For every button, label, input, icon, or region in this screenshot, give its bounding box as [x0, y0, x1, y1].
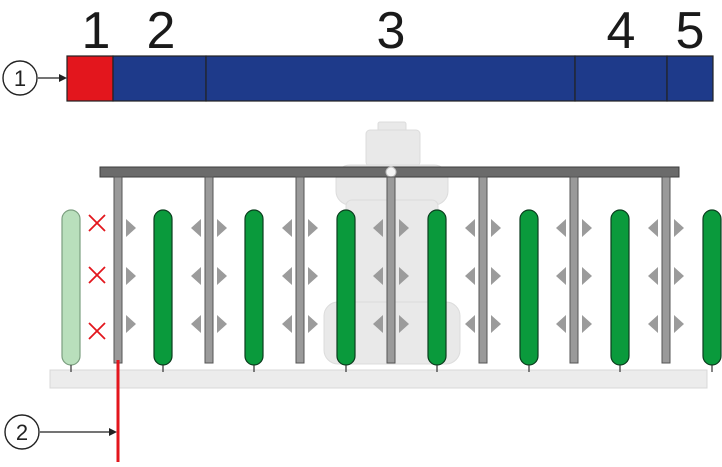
x-marker-icon [88, 266, 106, 284]
spray-triangle-icon [282, 267, 292, 285]
spray-triangle-icon [556, 219, 566, 237]
nozzle-bar [204, 176, 214, 364]
nozzle-bar [478, 176, 488, 364]
spray-triangle-icon [465, 267, 475, 285]
section-number-1: 1 [82, 2, 111, 60]
spray-triangle-icon [556, 267, 566, 285]
crop-rows [61, 209, 722, 372]
section-number-5: 5 [676, 2, 705, 60]
crop-row-body [702, 209, 722, 366]
spray-triangle-icon [308, 315, 318, 333]
callout-1-label: 1 [14, 66, 26, 91]
crop-row-7 [610, 209, 630, 372]
spray-triangle-icon [373, 315, 383, 333]
section-number-4: 4 [607, 2, 636, 60]
crop-row-body [427, 209, 447, 366]
spray-triangle-icon [126, 219, 136, 237]
spray-triangle-icon [399, 267, 409, 285]
spray-triangle-icon [191, 267, 201, 285]
spray-triangle-icon [126, 315, 136, 333]
x-marker-icon [88, 322, 106, 340]
crop-row-4 [336, 209, 356, 372]
crop-row-6 [519, 209, 539, 372]
crop-row-body [336, 209, 356, 366]
spray-triangle-icon [491, 267, 501, 285]
spray-triangle-icon [191, 219, 201, 237]
spray-triangle-icon [582, 267, 592, 285]
spray-triangle-icon [491, 315, 501, 333]
crop-row-body [519, 209, 539, 366]
spray-triangle-icon [582, 315, 592, 333]
nozzle-bar [569, 176, 579, 364]
spray-triangle-icon [491, 219, 501, 237]
spray-triangle-icon [282, 315, 292, 333]
spray-triangle-icon [308, 219, 318, 237]
spray-triangle-icon [399, 219, 409, 237]
crop-row-body [244, 209, 264, 366]
spray-triangle-icon [126, 267, 136, 285]
spray-triangle-icon [674, 315, 684, 333]
nozzle-bar [113, 176, 123, 364]
nozzle-bar [661, 176, 671, 364]
spray-triangle-icon [308, 267, 318, 285]
crop-row-8 [702, 209, 722, 372]
spray-triangle-icon [399, 315, 409, 333]
spray-triangle-icon [217, 315, 227, 333]
arrow-icon [59, 74, 67, 82]
callout-1: 1 [2, 60, 67, 96]
spray-triangle-icon [674, 219, 684, 237]
spray-triangle-icon [582, 219, 592, 237]
spray-triangle-icon [465, 219, 475, 237]
crop-row-1 [61, 209, 81, 372]
spray-triangle-icon [465, 315, 475, 333]
crop-row-body [610, 209, 630, 366]
section-segment-5 [666, 55, 714, 102]
ground-strip [49, 369, 708, 389]
crop-row-body [153, 209, 173, 366]
spray-triangle-icon [191, 315, 201, 333]
section-number-3: 3 [377, 2, 406, 60]
section-number-2: 2 [147, 2, 176, 60]
section-segment-1 [66, 55, 114, 102]
spray-triangle-icon [217, 267, 227, 285]
section-segment-2 [112, 55, 207, 102]
callout-2: 2 [4, 414, 117, 450]
spray-triangle-icon [373, 219, 383, 237]
crop-row-5 [427, 209, 447, 372]
off-markers [88, 214, 106, 340]
spray-triangle-icon [648, 219, 658, 237]
spray-triangle-icon [674, 267, 684, 285]
section-segment-3 [205, 55, 576, 102]
spray-triangle-icon [648, 267, 658, 285]
x-marker-icon [88, 214, 106, 232]
nozzle-bars [113, 176, 671, 364]
section-segment-4 [574, 55, 668, 102]
crop-row-3 [244, 209, 264, 372]
spray-patterns [126, 219, 684, 333]
nozzle-bar [386, 176, 396, 364]
boom-hitch [385, 166, 397, 178]
crop-row-2 [153, 209, 173, 372]
spray-triangle-icon [648, 315, 658, 333]
spray-triangle-icon [373, 267, 383, 285]
section-bar [66, 55, 714, 102]
callout-2-label: 2 [16, 420, 28, 445]
arrow-icon [109, 428, 117, 436]
crop-row-body [61, 209, 81, 366]
spray-triangle-icon [556, 315, 566, 333]
spray-triangle-icon [217, 219, 227, 237]
nozzle-bar [295, 176, 305, 364]
spray-triangle-icon [282, 219, 292, 237]
